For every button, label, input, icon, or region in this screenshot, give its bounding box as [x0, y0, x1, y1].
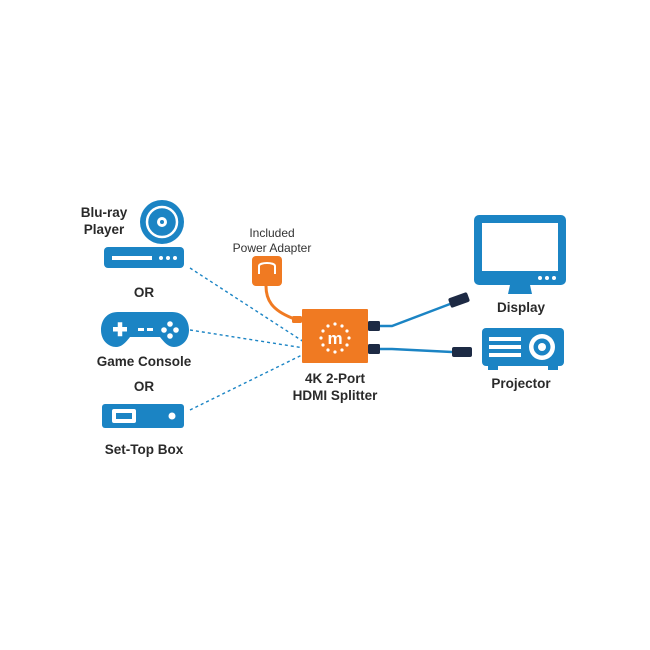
projector-label: Projector [491, 376, 551, 391]
game-console-label: Game Console [96, 354, 192, 369]
bluray-connection-line [189, 267, 305, 343]
settop-label: Set-Top Box [104, 442, 184, 457]
splitter-label: 4K 2-Port HDMI Splitter [293, 370, 378, 404]
splitter-box: m [302, 309, 368, 363]
source-connection-lines [189, 267, 305, 411]
power-adapter-icon [252, 256, 302, 323]
projector-icon [482, 328, 564, 370]
splitter-label-line2: HDMI Splitter [292, 388, 378, 403]
bluray-label-line2: Player [83, 222, 125, 237]
bluray-label-line1: Blu-ray [80, 205, 128, 220]
adapter-label-line1: Included [249, 226, 295, 240]
console-connection-line [189, 329, 305, 349]
power-adapter-label: Included Power Adapter [233, 226, 312, 256]
settop-connection-line [189, 353, 305, 411]
media-player-icon [104, 247, 184, 268]
or-label-2: OR [133, 379, 155, 394]
or-label-1: OR [133, 285, 155, 300]
logo-letter: m [327, 329, 342, 348]
hdmi-cable-display [368, 292, 470, 331]
settop-box-icon [102, 404, 184, 428]
gamepad-icon [101, 312, 189, 347]
adapter-label-line2: Power Adapter [232, 241, 312, 255]
monitor-icon [474, 215, 566, 294]
hdmi-cable-projector [368, 344, 472, 357]
display-label: Display [496, 300, 546, 315]
logo-icon [319, 322, 351, 354]
disc-icon [140, 200, 184, 244]
splitter-label-line1: 4K 2-Port [304, 371, 366, 386]
bluray-label: Blu-ray Player [81, 204, 128, 238]
